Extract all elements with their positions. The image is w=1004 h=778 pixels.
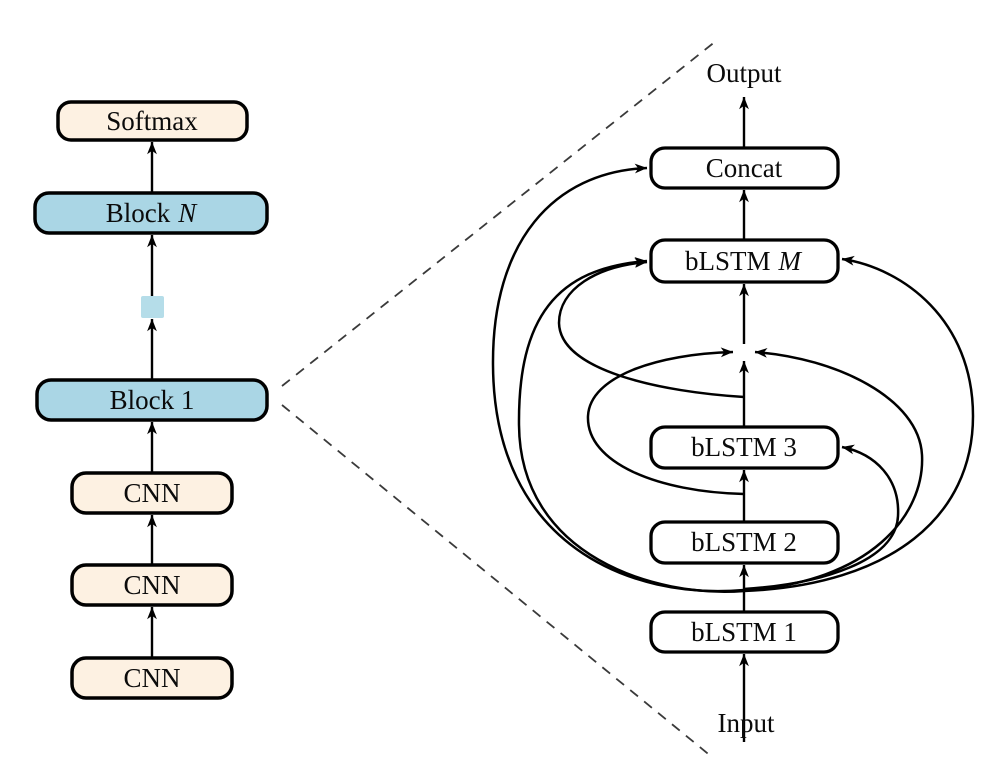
skip-blstm1-to-concat-left-curve: [491, 163, 745, 593]
block-1-label: Block 1: [110, 385, 195, 415]
skip-blstm1-to-junction-right-curve: [743, 348, 924, 592]
cnn-bottom-label: CNN: [123, 663, 180, 693]
concat-label: Concat: [706, 153, 783, 183]
blstm-2-label: bLSTM 2: [691, 527, 797, 557]
cnn-top-label: CNN: [123, 478, 180, 508]
output-label: Output: [706, 58, 782, 88]
expansion-dashed-lines: [281, 40, 717, 758]
softmax-label: Softmax: [106, 106, 198, 136]
block-n-box: [33, 191, 269, 235]
ellipsis-square: [141, 296, 164, 318]
cnn-box-bottom: [70, 656, 234, 700]
dashed-expansion-line-top: [281, 40, 717, 387]
cnn-box-middle: [70, 563, 234, 607]
blstm-3-label: bLSTM 3: [691, 432, 797, 462]
skip-blstm3-to-blstmM-left-curve: [557, 258, 745, 399]
input-label: Input: [718, 708, 775, 738]
blstm-m-box: [649, 238, 840, 284]
blstm-1-label: bLSTM 1: [691, 617, 797, 647]
concat-box: [649, 146, 840, 190]
skip-blstm2-to-junction-left-curve: [586, 347, 745, 496]
blstm-3-box: [649, 425, 840, 470]
cnn-box-top: [70, 471, 234, 515]
skip-blstm1-to-blstmM-right-curve: [743, 255, 975, 593]
softmax-box: [56, 100, 249, 142]
blstm-1-box: [649, 610, 840, 654]
blstm-2-box: [649, 520, 840, 565]
cnn-middle-label: CNN: [123, 570, 180, 600]
dashed-expansion-line-bottom: [281, 404, 713, 758]
skip-blstm1-to-blstmM-left-curve: [517, 257, 745, 593]
block-1-box: [35, 378, 269, 422]
